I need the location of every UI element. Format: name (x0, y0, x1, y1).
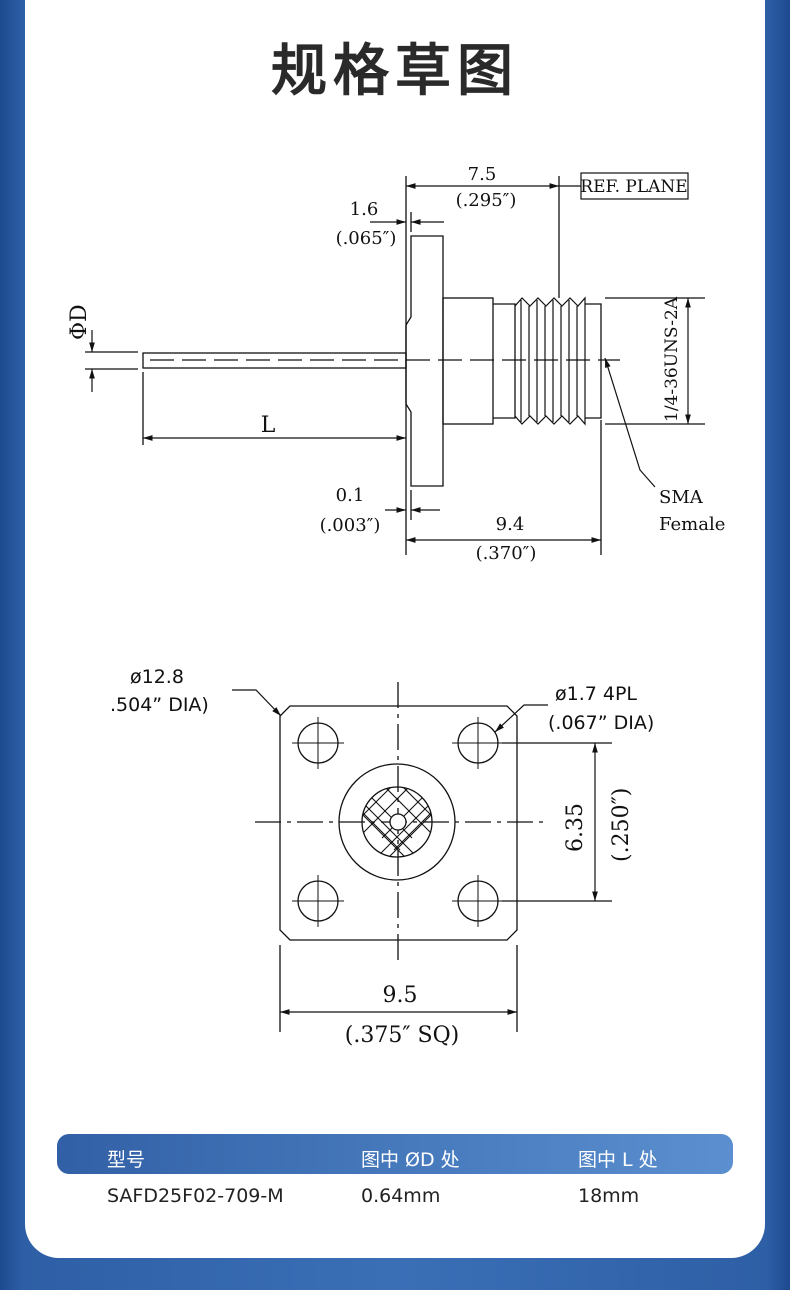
header-model: 型号 (107, 1149, 146, 1171)
thread-label: 1/4-36UNS-2A (662, 296, 682, 422)
side-view-labels: 7.5 (.295″) REF. PLANE 1.6 (.065″) ΦD 1/… (67, 164, 725, 564)
sma-leader (604, 357, 656, 488)
outer-ring (338, 763, 456, 881)
dim-7-5-inch-label: (.295″) (456, 190, 517, 211)
technical-drawing: 7.5 (.295″) REF. PLANE 1.6 (.065″) ΦD 1/… (67, 164, 725, 1048)
side-view (85, 176, 705, 555)
dim-1-6-label: 1.6 (350, 199, 379, 220)
dim-9-5-inch-label: (.375″ SQ) (345, 1023, 459, 1048)
cell-l: 18mm (578, 1185, 640, 1207)
dia-1-7-leader (494, 704, 548, 733)
dim-6-35-inch-label: (.250″) (609, 788, 634, 862)
dia-1-7-label: ø1.7 4PL (555, 683, 637, 705)
phi-d-label: ΦD (67, 304, 92, 340)
header-l: 图中 L 处 (578, 1149, 658, 1171)
header-od: 图中 ØD 处 (361, 1149, 460, 1171)
crosshatch (362, 787, 432, 857)
thread-section (514, 296, 586, 426)
dim-0-1-inch-label: (.003″) (320, 515, 381, 536)
inner-ring (361, 786, 433, 858)
square-flange (279, 705, 518, 941)
ref-plane-label: REF. PLANE (580, 177, 687, 197)
sma-label: SMA (659, 487, 704, 508)
front-view (255, 682, 612, 1032)
dim-9-5-label: 9.5 (383, 983, 418, 1008)
cell-model: SAFD25F02-709-M (107, 1185, 284, 1207)
dim-9-4-inch-label: (.370″) (476, 543, 537, 564)
dim-7-5-label: 7.5 (468, 164, 497, 185)
dia-12-8-inch-label: .504” DIA) (110, 694, 209, 716)
flange (405, 235, 444, 487)
dia-12-8-leader (232, 689, 282, 717)
table-header (57, 1134, 733, 1174)
ref-plane-box (580, 172, 689, 200)
dim-1-6-inch-label: (.065″) (336, 228, 397, 249)
l-label: L (261, 413, 276, 438)
dim-0-1-label: 0.1 (336, 485, 365, 506)
dim-6-35-label: 6.35 (563, 803, 588, 852)
dia-12-8-label: ø12.8 (130, 666, 184, 688)
body (442, 297, 494, 425)
front-view-labels: ø12.8 .504” DIA) ø1.7 4PL (.067” DIA) 6.… (110, 666, 654, 1048)
female-label: Female (659, 514, 725, 535)
center-pin (389, 813, 407, 831)
dim-9-4-label: 9.4 (496, 514, 525, 535)
dia-1-7-inch-label: (.067” DIA) (548, 712, 654, 734)
cell-od: 0.64mm (361, 1185, 441, 1207)
content-card (25, 0, 765, 1258)
page-title: 规格草图 (271, 39, 519, 104)
